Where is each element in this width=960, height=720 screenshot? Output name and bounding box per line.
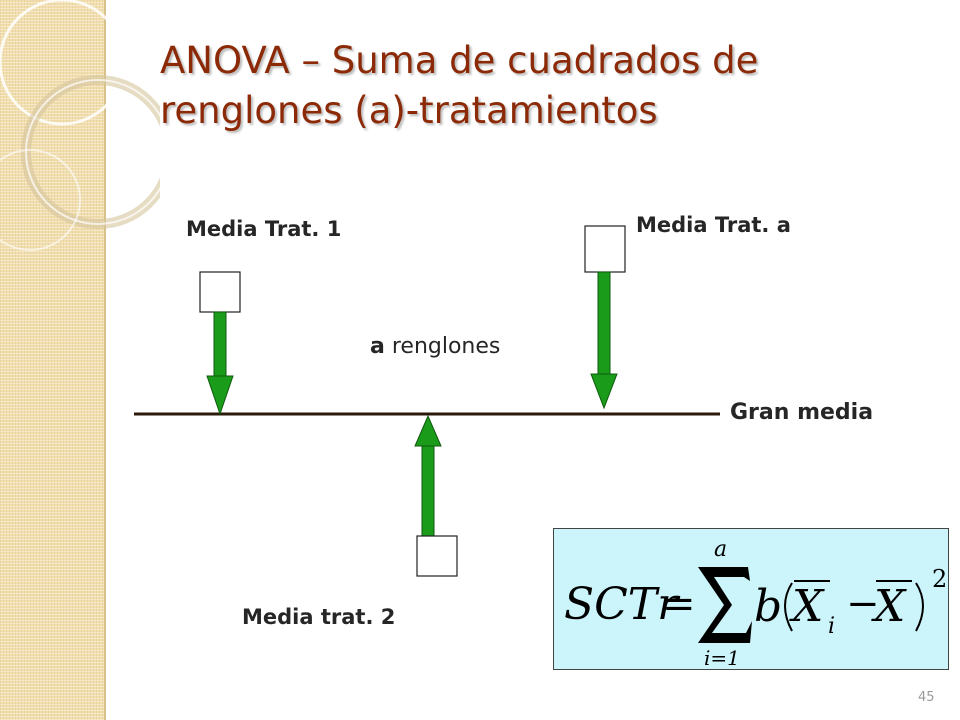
label-media-trat-1: Media Trat. 1 xyxy=(186,217,342,241)
arrow-trat2 xyxy=(414,414,442,537)
box-trat1 xyxy=(199,271,241,313)
page-number: 45 xyxy=(918,690,935,705)
formula-exponent: 2 xyxy=(932,565,947,593)
sigma-symbol xyxy=(698,567,752,643)
arrow-trat1 xyxy=(206,311,234,416)
box-trata xyxy=(584,225,626,273)
formula-sub: i xyxy=(828,614,835,639)
label-a-bold: a xyxy=(370,334,385,359)
label-gran-media: Gran media xyxy=(730,400,874,425)
box-trat2 xyxy=(416,535,458,577)
formula-sctr: SCTr = a i=1 b X i − X 2 xyxy=(564,537,947,669)
formula-equals: = xyxy=(662,581,696,627)
label-media-trat-a: Media Trat. a xyxy=(636,213,791,237)
label-a-renglones: a renglones xyxy=(370,334,500,359)
arrow-trata xyxy=(590,271,618,410)
formula-coef: b xyxy=(754,581,782,632)
label-media-trat-2: Media trat. 2 xyxy=(242,605,396,629)
formula-box: SCTr = a i=1 b X i − X 2 xyxy=(553,528,949,670)
slide-title: ANOVA – Suma de cuadrados de renglones (… xyxy=(160,39,759,132)
label-renglones: renglones xyxy=(384,334,501,359)
formula-var: X xyxy=(789,581,825,632)
paren-right xyxy=(915,582,924,632)
formula-minus: − xyxy=(846,581,880,627)
formula-sum-upper: a xyxy=(714,537,727,562)
formula-lhs: SCTr xyxy=(564,579,681,630)
formula-var2: X xyxy=(871,581,907,632)
paren-left xyxy=(784,582,793,632)
formula-sum-lower: i=1 xyxy=(704,646,740,669)
